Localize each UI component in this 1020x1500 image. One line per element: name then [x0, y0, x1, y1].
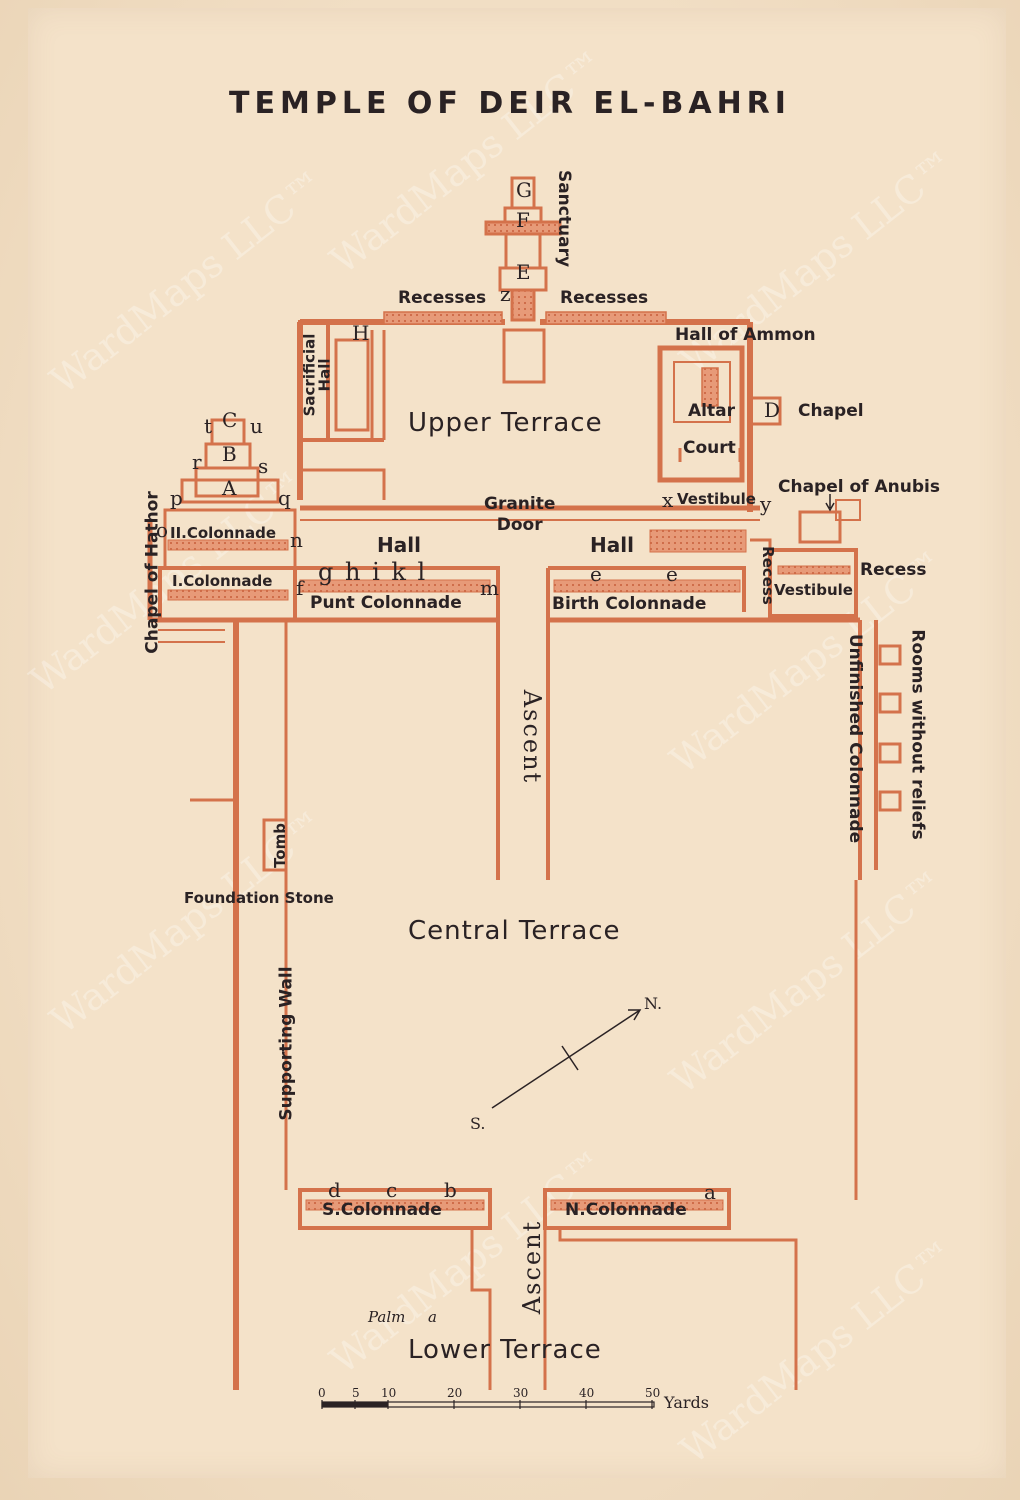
label-unfinished-colonnade: Unfinished Colonnade — [845, 633, 866, 844]
label-granite-door: Granite Door — [484, 494, 556, 536]
anubis-chapel-structure — [750, 499, 861, 618]
label-court: Court — [683, 438, 736, 458]
marker-m: m — [480, 576, 499, 600]
marker-f: f — [296, 576, 304, 600]
label-s-colonnade: S.Colonnade — [322, 1200, 442, 1220]
marker-r: r — [192, 450, 202, 474]
marker-u: u — [250, 414, 263, 438]
map-title: TEMPLE OF DEIR EL-BAHRI — [229, 86, 791, 121]
marker-x: x — [662, 488, 674, 512]
marker-C: C — [222, 408, 238, 432]
scale-tick: 50 — [645, 1386, 661, 1400]
label-hall-left: Hall — [377, 533, 421, 557]
compass-arrow — [491, 1009, 642, 1109]
scale-tick: 30 — [513, 1386, 529, 1400]
marker-n: n — [290, 528, 303, 552]
marker-D: D — [764, 398, 781, 422]
marker-a: a — [704, 1180, 716, 1204]
scale-tick: 40 — [579, 1386, 595, 1400]
scale-bar — [321, 1400, 655, 1409]
marker-b: b — [444, 1178, 457, 1202]
scale-tick: 20 — [447, 1386, 463, 1400]
marker-q: q — [278, 486, 291, 510]
marker-d: d — [328, 1178, 341, 1202]
label-n-colonnade: N.Colonnade — [565, 1200, 687, 1220]
hathor-chapel-structure — [147, 418, 297, 643]
label-recess-right: Recess — [860, 560, 927, 580]
label-punt-colonnade: Punt Colonnade — [310, 593, 462, 613]
label-lower-terrace: Lower Terrace — [408, 1335, 602, 1365]
label-chapel-of-hathor: Chapel of Hathor — [142, 491, 163, 654]
label-chapel-of-anubis: Chapel of Anubis — [778, 477, 940, 497]
marker-e-2: e — [666, 562, 678, 586]
marker-z: z — [500, 282, 511, 306]
label-palm: Palm — [368, 1308, 406, 1326]
sacrificial-hall-structure — [298, 320, 370, 442]
scale-tick: 5 — [352, 1386, 360, 1400]
label-ascent-lower: Ascent — [518, 1219, 547, 1315]
label-chapel: Chapel — [798, 401, 864, 421]
marker-H: H — [352, 321, 370, 345]
label-sanctuary: Sanctuary — [554, 169, 575, 268]
marker-palm-a: a — [428, 1308, 437, 1326]
birth-colonnade-structure — [546, 529, 860, 880]
marker-s: s — [258, 454, 269, 478]
compass-south: S. — [470, 1114, 486, 1133]
label-sacrificial-hall: Sacrificial Hall — [300, 333, 334, 417]
marker-e-1: e — [590, 562, 602, 586]
label-rooms-without-reliefs: Rooms without reliefs — [907, 629, 928, 840]
marker-c: c — [386, 1178, 398, 1202]
marker-G: G — [516, 178, 532, 202]
label-birth-colonnade: Birth Colonnade — [552, 594, 707, 614]
lower-colonnades-structure — [298, 1188, 798, 1390]
marker-y: y — [760, 492, 772, 516]
punt-colonnade-structure — [150, 566, 500, 880]
label-recess-vertical: Recess — [758, 546, 777, 605]
label-supporting-wall: Supporting Wall — [276, 966, 297, 1121]
label-hall-right: Hall — [590, 533, 634, 557]
label-recesses-left: Recesses — [398, 288, 487, 308]
label-colonnade-2: II.Colonnade — [170, 524, 277, 542]
label-central-terrace: Central Terrace — [408, 916, 621, 946]
marker-A: A — [222, 476, 237, 500]
altar-court-structure — [657, 345, 782, 483]
label-vestibule-upper: Vestibule — [677, 490, 756, 508]
marker-o: o — [156, 518, 169, 542]
label-tomb: Tomb — [270, 823, 289, 868]
label-upper-terrace: Upper Terrace — [408, 408, 603, 438]
supporting-wall-structure — [190, 620, 288, 1390]
scale-unit: Yards — [664, 1393, 709, 1412]
sanctuary-structure — [484, 176, 562, 322]
label-hall-of-ammon: Hall of Ammon — [675, 325, 816, 345]
label-foundation-stone: Foundation Stone — [184, 889, 334, 907]
unfinished-colonnade-structure — [854, 620, 902, 1200]
marker-B: B — [222, 442, 237, 466]
scale-tick: 0 — [318, 1386, 326, 1400]
label-altar: Altar — [688, 401, 735, 421]
label-vestibule-right: Vestibule — [774, 581, 853, 599]
marker-p: p — [170, 486, 183, 510]
compass-north: N. — [644, 994, 663, 1013]
marker-F: F — [516, 208, 530, 232]
label-recesses-right: Recesses — [560, 288, 649, 308]
marker-ghikl: g h i k l — [318, 558, 428, 586]
scale-tick: 10 — [381, 1386, 397, 1400]
label-colonnade-1: I.Colonnade — [172, 572, 273, 590]
label-ascent-upper: Ascent — [518, 689, 547, 785]
marker-t: t — [204, 414, 213, 438]
marker-E: E — [516, 260, 531, 284]
